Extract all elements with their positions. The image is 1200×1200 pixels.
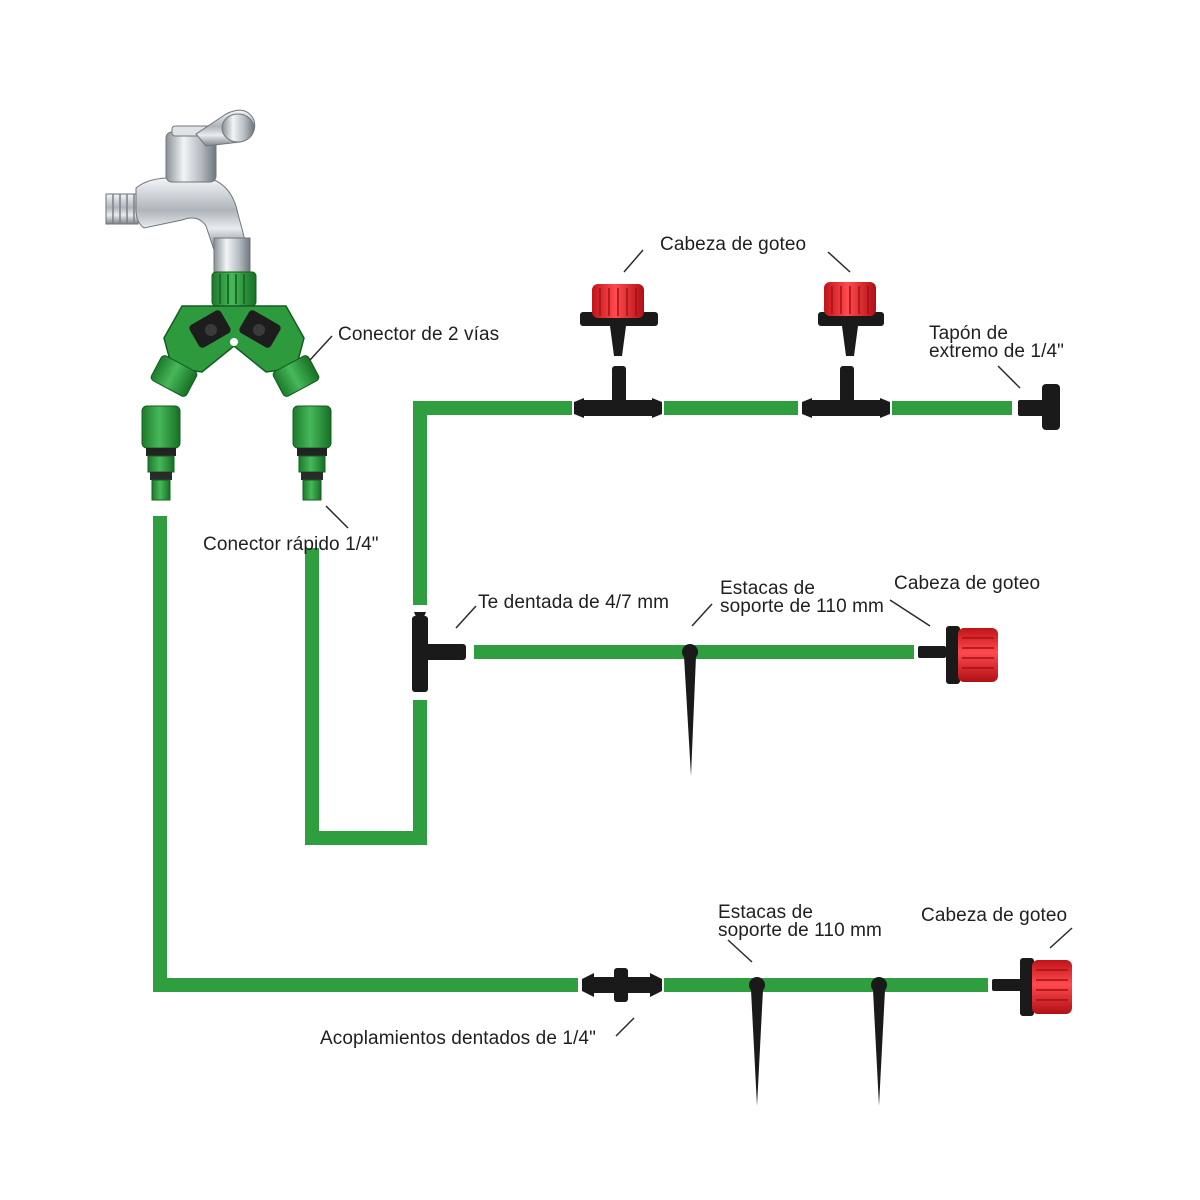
barbed-tee-icon [802, 366, 890, 418]
label-tee: Te dentada de 4/7 mm [478, 592, 670, 613]
leader-drip-head-bottom [1049, 927, 1073, 949]
leader-lines [309, 249, 1073, 1037]
hose-network [153, 401, 1012, 992]
leader-connector-two-way [309, 335, 333, 361]
barbed-tee-icon [412, 612, 466, 692]
label-end-plug-line1: Tapón de [929, 323, 1008, 344]
support-stake-icon [749, 977, 765, 1106]
hose-loop [305, 548, 427, 845]
leader-quick-connector [325, 505, 349, 529]
label-stakes-bottom-line1: Estacas de [718, 902, 813, 923]
label-quick-connector: Conector rápido 1/4" [203, 534, 379, 555]
label-stakes-bottom-line2: soporte de 110 mm [718, 920, 882, 941]
barbed-tee-icon [574, 366, 662, 418]
leader-tee [455, 605, 477, 629]
drip-head-icon [818, 282, 884, 356]
leader-stakes-bottom [727, 939, 753, 963]
label-end-plug: Tapón de extremo de 1/4" [929, 323, 1064, 362]
drip-head-icon [580, 284, 658, 356]
barbed-coupling-icon [582, 968, 662, 1002]
quick-connector-icon [141, 405, 181, 501]
label-stakes-mid-line2: soporte de 110 mm [720, 596, 884, 617]
label-stakes-mid: Estacas de soporte de 110 mm [720, 578, 884, 617]
drip-head-icon [918, 626, 998, 684]
support-stake-icon [682, 644, 698, 776]
leader-drip-head-top-right [827, 251, 851, 273]
label-stakes-mid-line1: Estacas de [720, 578, 815, 599]
label-drip-head-bottom: Cabeza de goteo [921, 905, 1068, 926]
faucet-icon [105, 109, 256, 273]
leader-drip-head-mid [889, 599, 931, 627]
leader-couplings [615, 1017, 635, 1037]
label-connector-two-way: Conector de 2 vías [338, 324, 500, 345]
hose-riser-top [413, 401, 572, 605]
leader-drip-head-top-left [623, 249, 644, 273]
support-stake-icon [871, 977, 887, 1106]
label-couplings: Acoplamientos dentados de 1/4" [320, 1028, 596, 1049]
label-stakes-bottom: Estacas de soporte de 110 mm [718, 902, 882, 941]
two-way-connector-icon [150, 271, 320, 397]
end-plug-icon [1018, 384, 1060, 430]
label-end-plug-line2: extremo de 1/4" [929, 341, 1064, 362]
leader-stakes-mid [691, 603, 713, 627]
quick-connector-icon [292, 405, 332, 501]
leader-end-plug [997, 365, 1021, 389]
drip-head-icon [992, 958, 1072, 1016]
hose-main-left [153, 516, 578, 992]
label-drip-head-top: Cabeza de goteo [660, 234, 807, 255]
label-drip-head-mid: Cabeza de goteo [894, 573, 1041, 594]
